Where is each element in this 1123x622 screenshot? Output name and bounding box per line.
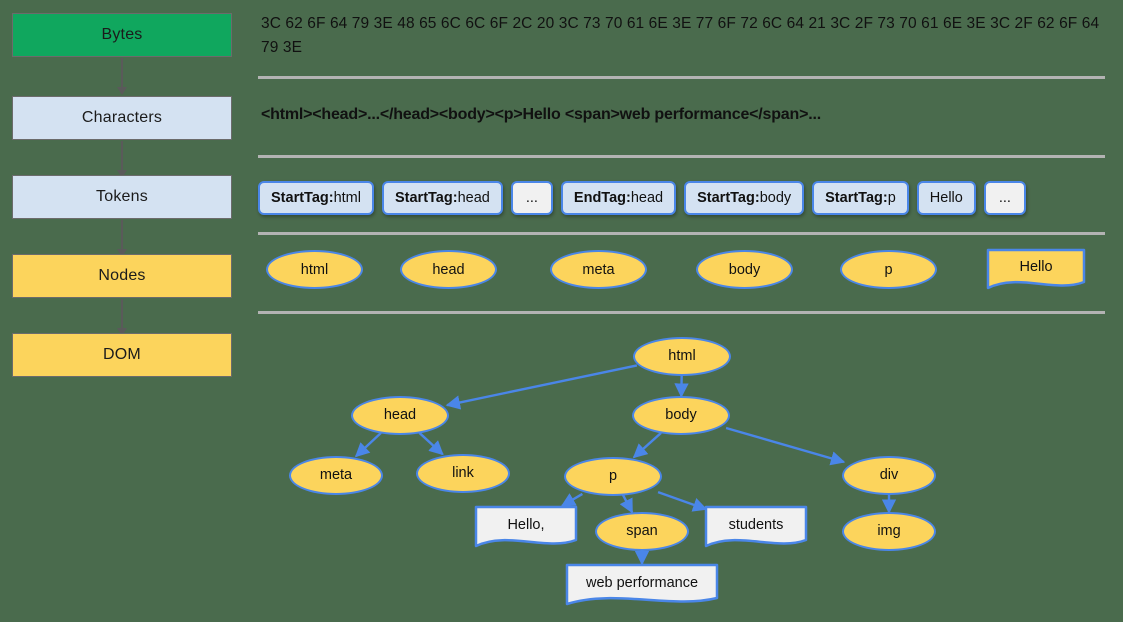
token-chip-value: Hello — [929, 190, 963, 206]
token-chip-value: p — [887, 190, 896, 206]
dom-tree-edge — [418, 432, 444, 456]
pipeline-arrow-bytes-to-characters — [117, 58, 127, 95]
token-chip-value: head — [630, 190, 664, 206]
dom-tree-edge — [657, 490, 708, 512]
dom-tree-edge — [445, 364, 638, 410]
token-chip-type: EndTag: — [573, 190, 631, 206]
node-text-document[interactable]: Hello — [986, 248, 1086, 291]
token-chip[interactable]: StartTag: body — [684, 181, 805, 215]
node-label: html — [300, 261, 329, 278]
section-divider — [258, 76, 1105, 79]
dom-tree-edge — [619, 493, 634, 514]
pipeline-stage-dom: DOM — [12, 333, 232, 377]
node-label: Hello — [1019, 259, 1053, 275]
node-ellipse[interactable]: p — [840, 250, 937, 289]
pipeline-stage-label: Tokens — [96, 188, 148, 205]
dom-tree-edge — [725, 426, 846, 466]
section-divider — [258, 155, 1105, 158]
pipeline-stage-label: Nodes — [98, 267, 146, 284]
dom-tree-edge — [354, 432, 382, 458]
dom-tree-edge — [632, 432, 662, 459]
node-ellipse[interactable]: html — [266, 250, 363, 289]
node-ellipse[interactable]: body — [696, 250, 793, 289]
section-divider — [258, 232, 1105, 235]
pipeline-stage-tokens: Tokens — [12, 175, 232, 219]
bytes-hex-text: 3C 62 6F 64 79 3E 48 65 6C 6C 6F 2C 20 3… — [261, 15, 1100, 56]
token-chip[interactable]: StartTag: head — [381, 181, 503, 215]
node-label: p — [884, 261, 893, 278]
token-chip-value: head — [457, 190, 490, 206]
pipeline-stage-bytes: Bytes — [12, 13, 232, 57]
token-chip[interactable]: ... — [510, 181, 553, 215]
token-chip[interactable]: StartTag: html — [258, 181, 374, 215]
pipeline-arrow-characters-to-tokens — [117, 141, 127, 178]
characters-markup-text: <html><head>...</head><body><p>Hello <sp… — [261, 106, 821, 123]
pipeline-stage-nodes: Nodes — [12, 254, 232, 298]
node-label: meta — [582, 261, 615, 278]
token-chip[interactable]: Hello — [916, 181, 976, 215]
pipeline-stage-characters: Characters — [12, 96, 232, 140]
token-chip-value: body — [759, 190, 792, 206]
token-chip[interactable]: ... — [983, 181, 1026, 215]
token-chip-type: StartTag: — [697, 190, 760, 206]
token-chip-value: ... — [525, 190, 538, 206]
pipeline-stage-label: Bytes — [101, 26, 143, 43]
token-chip-type: StartTag: — [825, 190, 888, 206]
node-label: body — [728, 261, 761, 278]
node-ellipse[interactable]: head — [400, 250, 497, 289]
pipeline-arrow-nodes-to-dom — [117, 299, 127, 336]
pipeline-stage-label: DOM — [103, 346, 141, 363]
token-chip-value: ... — [998, 190, 1011, 206]
section-divider — [258, 311, 1105, 314]
token-chip[interactable]: StartTag: p — [812, 181, 909, 215]
token-chip[interactable]: EndTag: head — [560, 181, 677, 215]
pipeline-arrow-tokens-to-nodes — [117, 220, 127, 257]
token-chip-value: html — [333, 190, 361, 206]
token-chip-type: StartTag: — [394, 190, 458, 206]
node-ellipse[interactable]: meta — [550, 250, 647, 289]
token-chip-type: StartTag: — [271, 190, 334, 206]
node-label: head — [432, 261, 465, 278]
pipeline-stage-label: Characters — [81, 109, 163, 126]
dom-tree-edge — [560, 492, 584, 507]
